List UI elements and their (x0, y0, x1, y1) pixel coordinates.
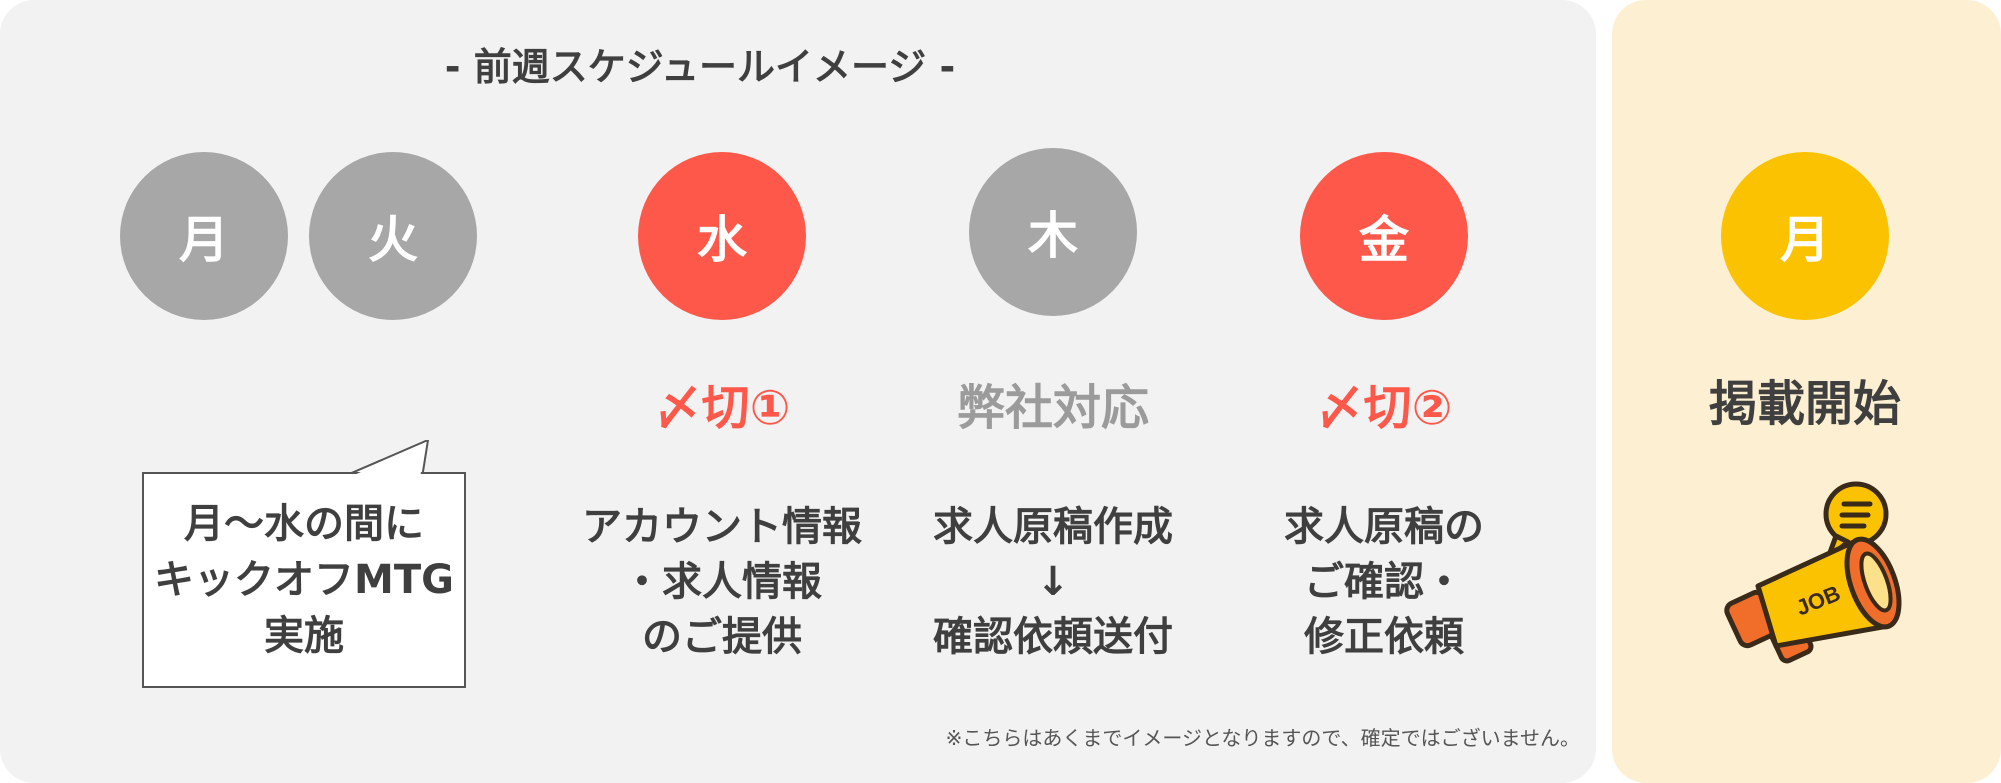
schedule-title: - 前週スケジュールイメージ - (444, 45, 956, 89)
desc-line: 求人原稿の (1284, 504, 1484, 550)
desc-line: のご提供 (642, 614, 802, 660)
deadline-1-label: 〆切① (653, 380, 791, 436)
thursday-desc: 求人原稿作成 ↓ 確認依頼送付 (893, 500, 1213, 665)
day-circle-thursday: 木 (969, 148, 1137, 316)
callout-line: 月〜水の間に (184, 501, 424, 547)
day-circle-monday: 月 (120, 152, 288, 320)
desc-line: 確認依頼送付 (933, 614, 1173, 660)
disclaimer-note: ※こちらはあくまでイメージとなりますので、確定ではございません。 (945, 726, 1580, 750)
megaphone-icon: JOB (1724, 481, 1902, 664)
desc-line: ・求人情報 (622, 559, 822, 605)
deadline-2-label: 〆切② (1315, 380, 1453, 436)
publish-start-label: 掲載開始 (1708, 376, 1901, 432)
callout-line: キックオフMTG (154, 557, 454, 603)
day-circle-tuesday: 火 (309, 152, 477, 320)
our-task-label: 弊社対応 (956, 380, 1149, 436)
friday-desc: 求人原稿の ご確認・ 修正依頼 (1224, 500, 1544, 665)
desc-line: 求人原稿作成 (933, 504, 1173, 550)
kickoff-callout: 月〜水の間に キックオフMTG 実施 (142, 472, 466, 688)
desc-line: ご確認・ (1304, 559, 1464, 605)
callout-line: 実施 (264, 613, 344, 659)
desc-line: 修正依頼 (1304, 614, 1464, 660)
desc-line: ↓ (1036, 559, 1070, 605)
day-circle-next-monday: 月 (1721, 152, 1889, 320)
wednesday-desc: アカウント情報 ・求人情報 のご提供 (562, 500, 882, 665)
desc-line: アカウント情報 (582, 504, 862, 550)
day-circle-wednesday: 水 (638, 152, 806, 320)
day-circle-friday: 金 (1300, 152, 1468, 320)
